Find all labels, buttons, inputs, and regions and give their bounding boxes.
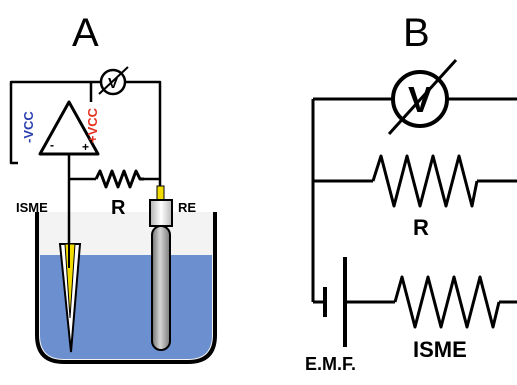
panel-a-letter: A: [72, 11, 99, 55]
pos-supply-label: +VCC: [85, 107, 100, 143]
resistor-b: [371, 154, 479, 208]
isme-b-label: ISME: [413, 337, 467, 362]
resistor-a-label: R: [111, 197, 126, 219]
feedback-wire: [9, 80, 93, 165]
re-label: RE: [178, 200, 196, 215]
panel-a: A - + -VCC +VCC V: [9, 11, 217, 364]
resistor-a: [94, 169, 144, 189]
panel-b-letter: B: [403, 11, 430, 55]
voltmeter-a: V: [98, 66, 129, 96]
voltmeter-a-label: V: [108, 75, 118, 92]
voltmeter-b: V: [387, 58, 458, 136]
plus-input-label: +: [82, 140, 89, 154]
isme-label: ISME: [16, 200, 48, 215]
isme-resistor-b: [393, 275, 501, 329]
minus-input-label: -: [50, 138, 54, 152]
resistor-b-label: R: [413, 215, 429, 240]
emf-source: [323, 257, 347, 347]
voltmeter-b-label: V: [408, 79, 432, 120]
beaker-wall: [35, 212, 217, 364]
panel-b: B V R E.M.F. ISME: [305, 11, 517, 374]
circuit-b-wires: [311, 97, 517, 304]
reference-electrode: [149, 185, 173, 351]
neg-supply-label: -VCC: [21, 111, 36, 143]
op-amp: - +: [38, 100, 100, 156]
meter-right-wire: [125, 80, 162, 186]
circuit-a-wires: [9, 80, 162, 244]
ion-selective-electrode: [58, 243, 82, 353]
emf-label: E.M.F.: [305, 354, 356, 374]
